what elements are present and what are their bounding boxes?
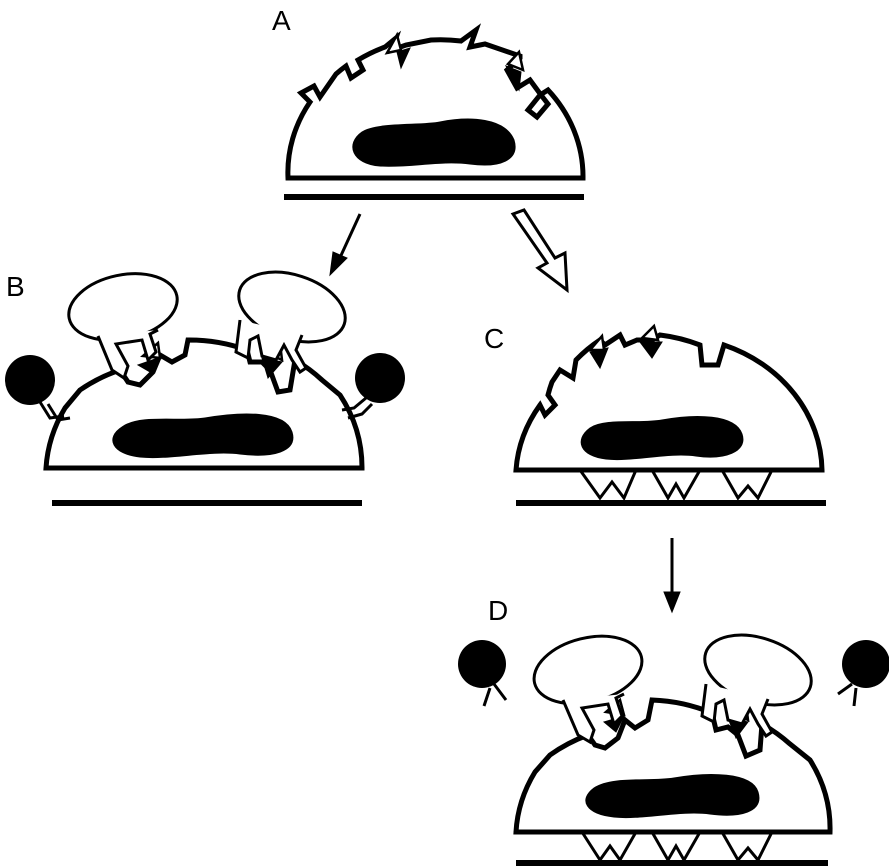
panel-c-receptor-open-1 <box>587 333 606 352</box>
panel-d-solid-bead-left <box>458 640 508 707</box>
arrow-a-to-b <box>329 213 362 277</box>
panel-c-receptor-open-2 <box>639 323 660 342</box>
panel-d-probe-2 <box>700 633 813 739</box>
panel-c: C <box>484 323 826 506</box>
panel-c-attachments <box>578 469 774 502</box>
panel-d-label: D <box>488 595 508 626</box>
panel-c-label: C <box>484 323 504 354</box>
panel-d-nucleus <box>585 774 760 819</box>
arrow-c-to-d <box>663 538 681 614</box>
panel-d-attachments <box>580 831 774 864</box>
panel-b-probe-2 <box>234 270 347 375</box>
panel-d-solid-bead-right <box>837 640 889 707</box>
panel-a-cell-outline <box>285 23 586 181</box>
panel-a-receptor-open-1 <box>384 31 403 55</box>
panel-a-substrate <box>284 194 584 200</box>
panel-d-cell-outline <box>513 697 833 835</box>
panel-b-solid-bead-left <box>5 355 71 422</box>
panel-b-probe-1 <box>67 272 179 381</box>
panel-c-nucleus <box>580 416 744 461</box>
panel-a-receptor-filled-2 <box>504 65 522 92</box>
arrow-a-to-c-hollow <box>510 208 569 294</box>
panel-b: B <box>5 270 405 506</box>
panel-b-cell-outline <box>43 337 365 471</box>
panel-b-solid-bead-right <box>341 353 405 420</box>
panel-a-nucleus <box>352 118 516 167</box>
panel-b-substrate <box>52 500 362 506</box>
panel-c-receptor-filled-2 <box>639 341 663 359</box>
panel-c-substrate <box>516 500 826 506</box>
panel-d-probe-1 <box>532 634 644 745</box>
panel-a: A <box>272 5 586 200</box>
panel-a-receptor-filled-1 <box>396 47 411 70</box>
panel-a-label: A <box>272 5 291 36</box>
panel-b-nucleus <box>112 413 294 459</box>
panel-a-receptor-open-2 <box>505 49 525 73</box>
panel-d: D <box>458 595 889 866</box>
panel-c-cell-outline <box>513 331 825 473</box>
panel-b-label: B <box>6 271 25 302</box>
panel-d-substrate <box>516 860 828 866</box>
